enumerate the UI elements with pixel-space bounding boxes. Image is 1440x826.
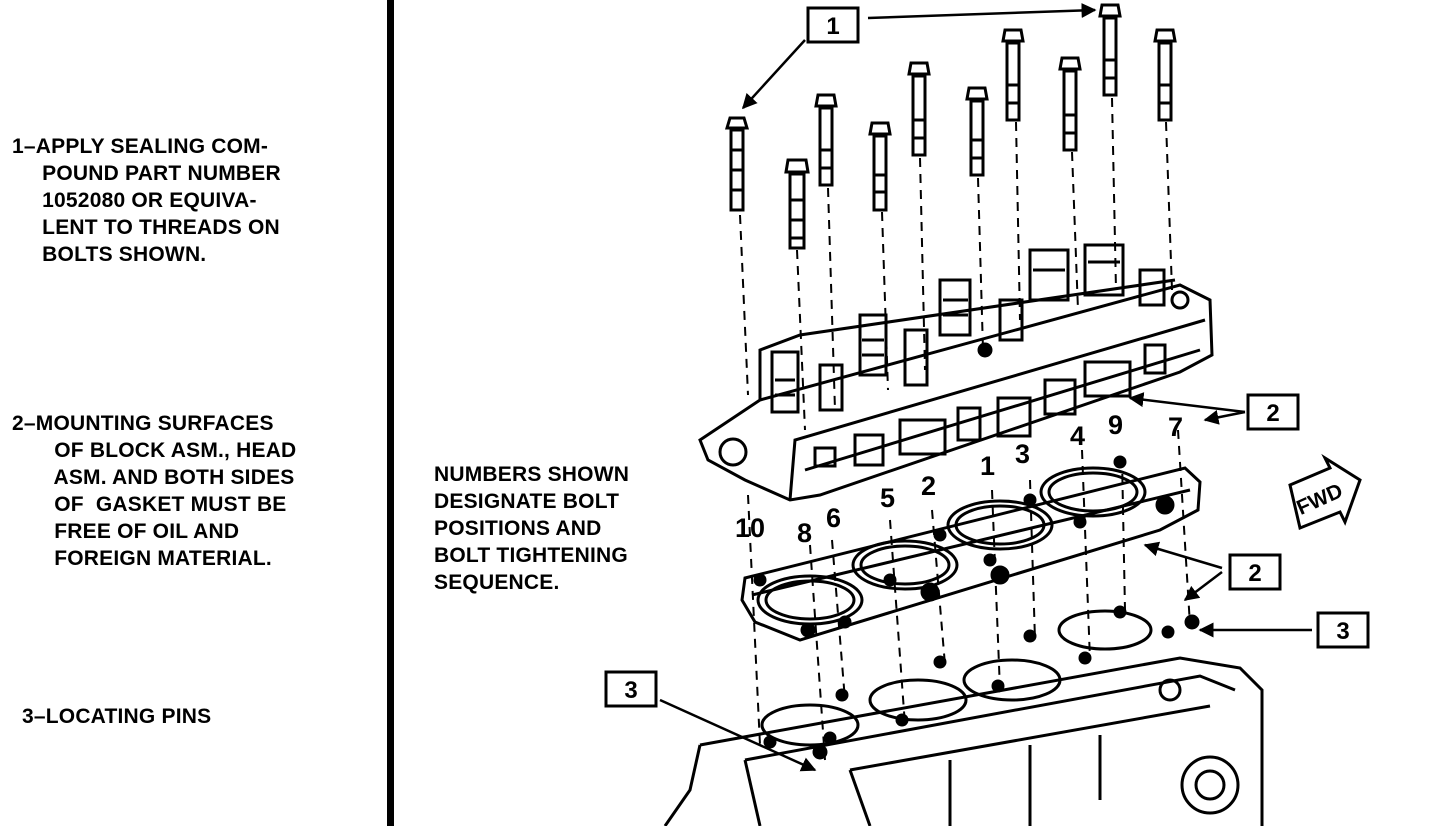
bolt-position-4: 4 [1070,421,1085,451]
head-gasket [740,455,1202,642]
bolt-position-5: 5 [880,483,895,513]
callout-3-right: 3 [1316,611,1370,649]
head-bolts [724,3,1177,250]
note-sealing-compound: 1–APPLY SEALING COM- POUND PART NUMBER 1… [12,135,281,266]
panel-divider [387,0,394,826]
bolt-position-9: 9 [1108,410,1123,440]
forward-arrow-icon: FWD [1288,453,1362,531]
bolt-sequence-numbers: 10 8 6 5 2 1 3 4 9 7 [735,410,1183,548]
callout-leaders [659,2,1312,772]
note-locating-pins: 3–LOCATING PINS [22,705,212,728]
bolt-position-2: 2 [921,471,936,501]
bolt-position-1: 1 [980,451,995,481]
note-bolt-sequence: NUMBERS SHOWN DESIGNATE BOLT POSITIONS A… [434,463,630,594]
cylinder-head [698,243,1214,502]
callout-1: 1 [806,6,860,44]
bolt-position-8: 8 [797,518,812,548]
callout-2-upper: 2 [1246,393,1300,431]
bolt-position-6: 6 [826,503,841,533]
callout-3-left-label: 3 [624,677,637,704]
engine-block [663,605,1264,826]
callout-2-lower-label: 2 [1248,560,1261,587]
bolt-position-10: 10 [735,513,765,543]
callout-2-upper-label: 2 [1266,400,1279,427]
alignment-lines [739,97,1191,761]
callout-1-label: 1 [826,13,839,40]
note-mounting-surfaces: 2–MOUNTING SURFACES OF BLOCK ASM., HEAD … [12,412,297,570]
callout-3-right-label: 3 [1336,618,1349,645]
bolt-position-3: 3 [1015,439,1030,469]
bolt-position-7: 7 [1168,412,1183,442]
callout-3-left: 3 [604,670,658,708]
callout-2-lower: 2 [1228,553,1282,591]
